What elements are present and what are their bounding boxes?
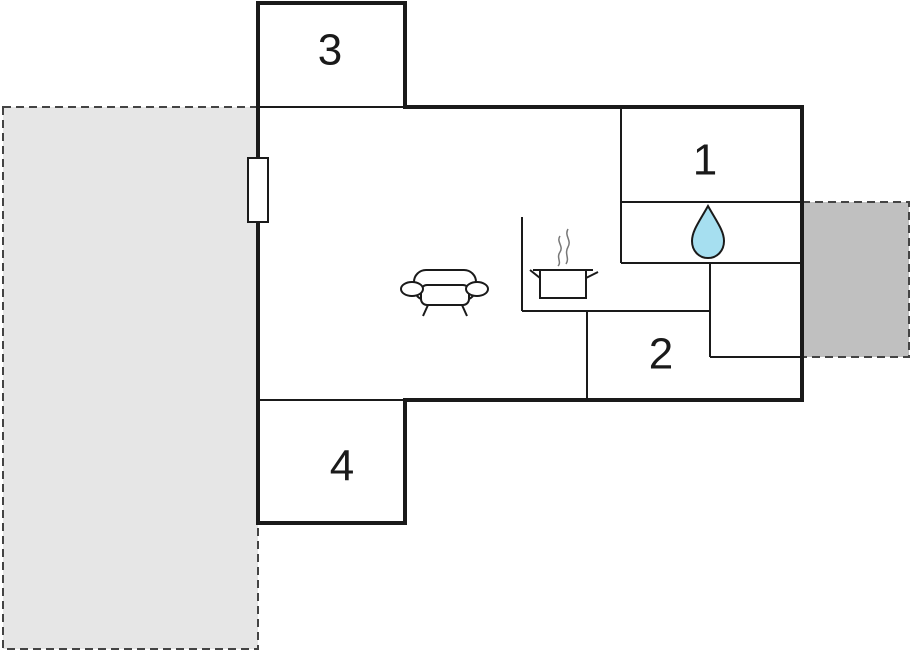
terrace-left	[2, 106, 259, 650]
sofa-icon	[400, 269, 489, 317]
window-icon	[247, 157, 269, 223]
terrace-right	[801, 201, 910, 358]
room-2-label: 2	[649, 330, 673, 379]
interior-walls	[258, 106, 802, 401]
water-drop-icon	[690, 203, 726, 260]
building-outline	[256, 1, 804, 525]
room-1-label: 1	[693, 136, 717, 185]
room-3-label: 3	[318, 26, 342, 75]
room-4-label: 4	[330, 442, 354, 491]
cooking-pot-icon	[529, 228, 599, 299]
